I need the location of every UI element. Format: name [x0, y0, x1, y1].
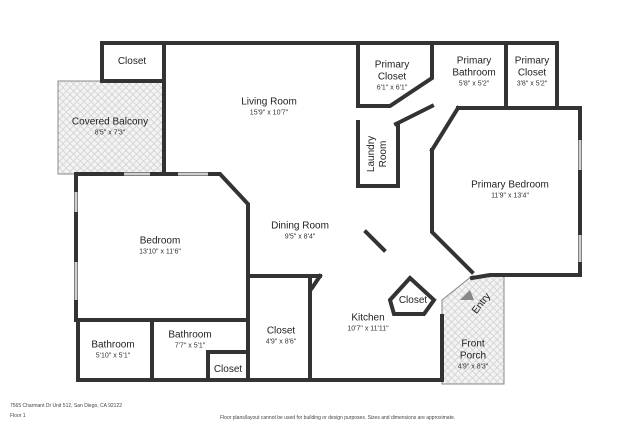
room-closet-top: Closet	[117, 56, 147, 67]
wall-bath	[76, 274, 312, 382]
room-kitchen: Kitchen 10'7" x 11'11"	[347, 312, 389, 333]
room-covered-balcony: Covered Balcony 8'5" x 7'3"	[71, 116, 149, 137]
room-bedroom: Bedroom 13'10" x 11'6"	[139, 235, 181, 256]
entry-arrow-icon	[460, 290, 474, 300]
wall-porch	[308, 273, 444, 382]
address-text: 7565 Charmant Dr Unit 512, San Diego, CA…	[10, 403, 123, 409]
room-bathroom-1: Bathroom 5'10" x 5'1"	[91, 339, 135, 360]
room-dining: Dining Room 9'5" x 8'4"	[271, 220, 329, 241]
room-primary-bedroom: Primary Bedroom 11'9" x 13'4"	[471, 179, 549, 200]
wall-counter	[363, 229, 387, 253]
disclaimer-text: Floor plans/layout cannot be used for bu…	[220, 415, 456, 421]
wall-laundry	[356, 120, 400, 188]
wall-closet-top	[100, 41, 166, 83]
floor-label: Floor 1	[10, 413, 26, 419]
wall-primary-bed	[429, 105, 559, 275]
room-primary-closet-2: Primary Closet 3'8" x 5'2"	[514, 55, 550, 88]
room-closet-mid: Closet	[398, 295, 428, 306]
room-closet-small: Closet	[213, 364, 243, 375]
room-bathroom-2: Bathroom 7'7" x 5'1"	[168, 329, 212, 350]
room-primary-bathroom: Primary Bathroom 5'8" x 5'2"	[452, 55, 496, 88]
wall-kitchen-closet	[387, 275, 437, 316]
balcony-floor	[57, 80, 165, 175]
wall-small-closet	[206, 350, 250, 382]
room-primary-closet-1: Primary Closet 6'1" x 6'1"	[374, 59, 410, 92]
room-laundry: Laundry Room	[366, 135, 389, 173]
room-closet-hall: Closet 4'9" x 8'6"	[265, 325, 297, 346]
wall-primary-suite	[356, 41, 508, 127]
room-living-room: Living Room 15'9" x 10'7"	[241, 96, 297, 117]
room-front-porch: Front Porch 4'9" x 8'3"	[457, 338, 489, 371]
